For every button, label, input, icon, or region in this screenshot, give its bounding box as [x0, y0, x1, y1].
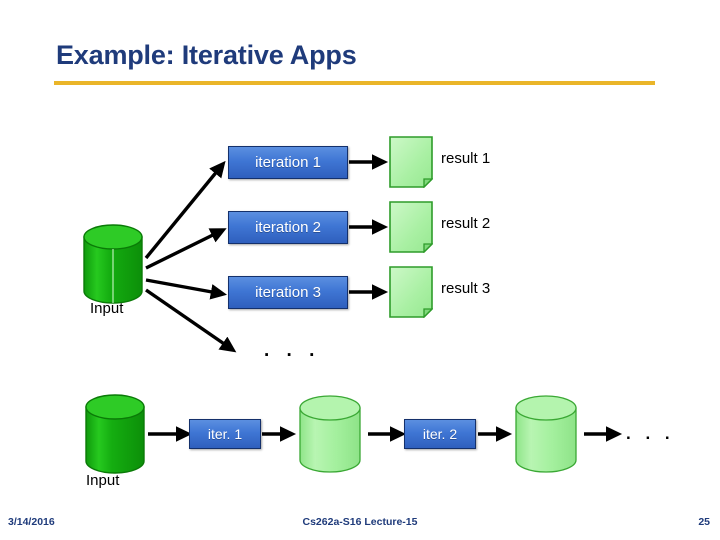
result-label-1: result 1 [441, 150, 491, 167]
iteration-to-result-arrows [349, 154, 389, 300]
pipeline-step-iter-1[interactable]: iter. 1 [189, 419, 261, 449]
input-datastore-top [78, 222, 148, 306]
input-label-top: Input [90, 300, 124, 317]
bottom-ellipsis: . . . [626, 424, 675, 443]
iteration-box-3[interactable]: iteration 3 [228, 276, 348, 309]
pipeline-step-iter-2[interactable]: iter. 2 [404, 419, 476, 449]
intermediate-datastore-1 [294, 394, 366, 474]
intermediate-datastore-2 [510, 394, 582, 474]
page-title: Example: Iterative Apps [56, 40, 357, 70]
result-document-icon-2 [389, 201, 433, 253]
result-document-icon-1 [389, 136, 433, 188]
result-document-icon-3 [389, 266, 433, 318]
title-underline-rule [54, 81, 655, 85]
top-ellipsis: . . . [264, 340, 321, 361]
result-label-2: result 2 [441, 215, 491, 232]
footer-date: 3/14/2016 [8, 516, 55, 528]
pipeline-step-iter-2-label: iter. 2 [422, 426, 458, 442]
footer-course-title: Cs262a-S16 Lecture-15 [302, 516, 418, 528]
input-datastore-bottom [80, 392, 150, 476]
input-label-bottom: Input [86, 472, 120, 489]
iteration-box-3-label: iteration 3 [255, 284, 321, 301]
iteration-box-2[interactable]: iteration 2 [228, 211, 348, 244]
result-label-3: result 3 [441, 280, 491, 297]
pipeline-step-iter-1-label: iter. 1 [207, 426, 243, 442]
iteration-box-1[interactable]: iteration 1 [228, 146, 348, 179]
footer-page-number: 25 [698, 516, 710, 528]
iteration-box-1-label: iteration 1 [255, 154, 321, 171]
iteration-box-2-label: iteration 2 [255, 219, 321, 236]
fanout-arrows [144, 160, 237, 353]
